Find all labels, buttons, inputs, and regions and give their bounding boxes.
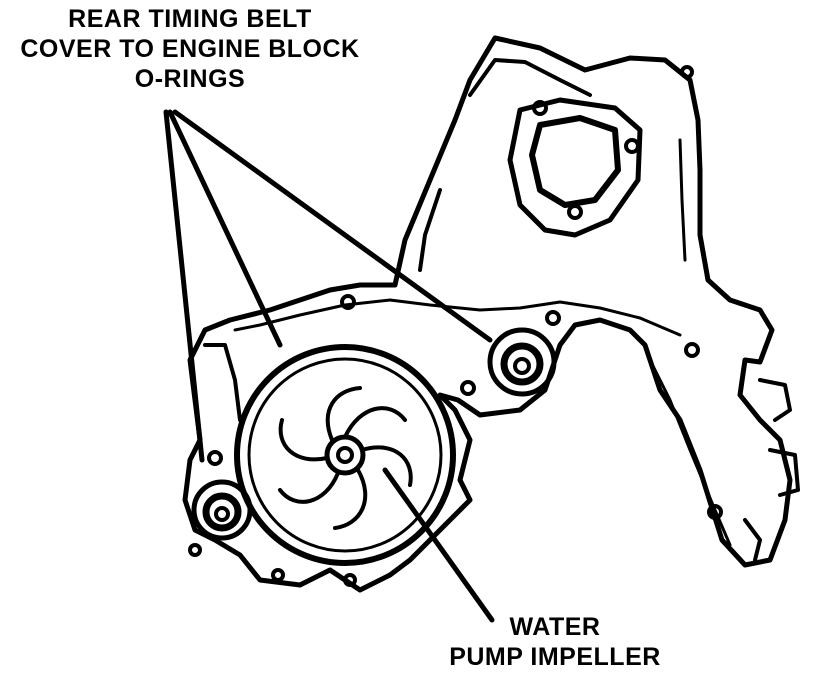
impeller-label-line-2: PUMP IMPELLER <box>449 643 661 671</box>
o-rings-label-line-1: REAR TIMING BELT <box>68 5 312 33</box>
water-pump <box>234 344 456 566</box>
water-pump-impeller-label: WATER PUMP IMPELLER <box>430 612 680 672</box>
leader-lines <box>163 109 495 623</box>
o-rings-label: REAR TIMING BELT COVER TO ENGINE BLOCK O… <box>0 4 380 94</box>
o-rings-label-line-2: COVER TO ENGINE BLOCK <box>20 35 360 63</box>
impeller-label-line-1: WATER <box>509 613 601 641</box>
timing-belt-cover <box>182 35 800 593</box>
o-ring-right <box>487 327 557 397</box>
o-rings-label-line-3: O-RINGS <box>134 65 246 93</box>
upper-port <box>507 97 643 238</box>
impeller-vanes <box>278 386 413 530</box>
